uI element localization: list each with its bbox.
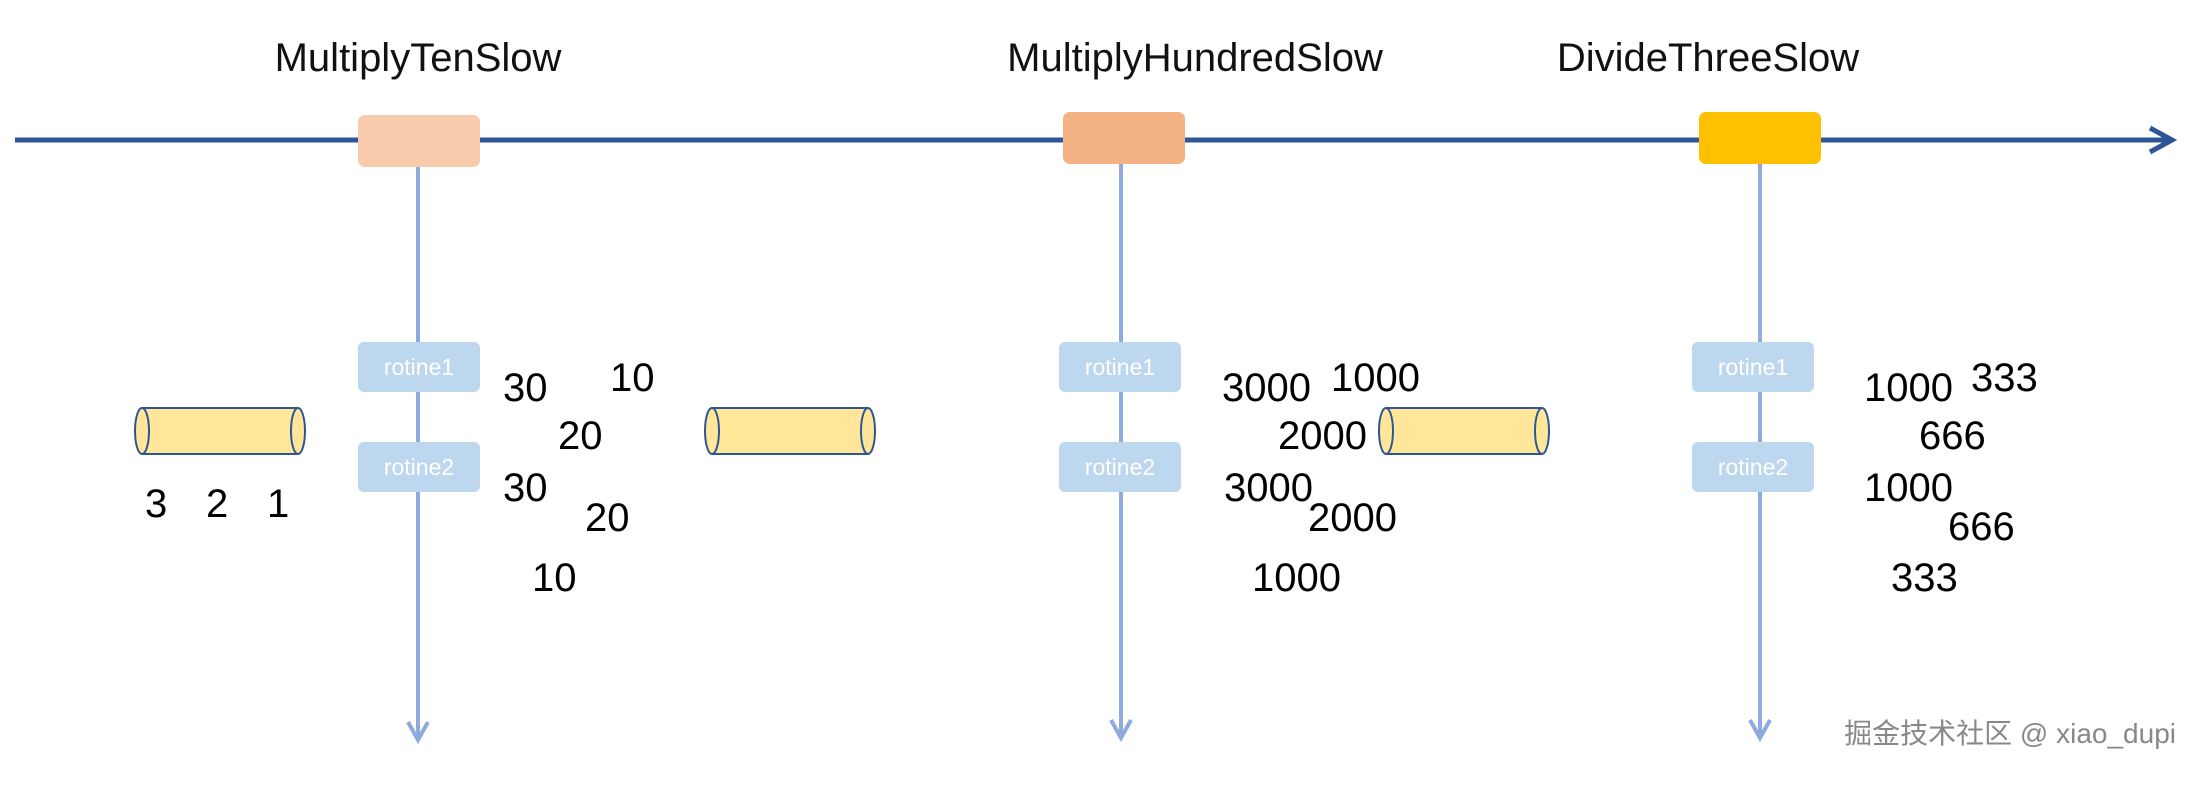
stage-1-rotine2-value: 10 bbox=[532, 556, 577, 600]
stage-3-routine-1: rotine1 bbox=[1692, 342, 1814, 392]
stage-2-rotine1-value: 1000 bbox=[1331, 356, 1420, 400]
stage-2-arrowhead bbox=[1109, 719, 1133, 743]
stage-1-rotine1-value: 10 bbox=[610, 356, 655, 400]
stage-2-rotine2-value: 2000 bbox=[1308, 496, 1397, 540]
stage-1-routine-2: rotine2 bbox=[358, 442, 480, 492]
stage-3-routine-2: rotine2 bbox=[1692, 442, 1814, 492]
input-value: 3 bbox=[145, 482, 168, 526]
stage-3-title: DivideThreeSlow bbox=[1556, 36, 1860, 80]
stage-2-mid-value: 2000 bbox=[1278, 414, 1367, 458]
stage-2-routine-1: rotine1 bbox=[1059, 342, 1181, 392]
input-value: 1 bbox=[267, 482, 290, 526]
stage-2-box bbox=[1063, 112, 1185, 164]
stage-3-arrowhead bbox=[1748, 719, 1772, 743]
timeline-arrowhead bbox=[2148, 125, 2178, 155]
channel-stage1-out bbox=[704, 407, 876, 455]
stage-2-routine-2: rotine2 bbox=[1059, 442, 1181, 492]
stage-3-rotine2-value: 666 bbox=[1948, 505, 2015, 549]
stage-3-rotine1-value: 1000 bbox=[1864, 366, 1953, 410]
stage-1-title: MultiplyTenSlow bbox=[274, 36, 562, 80]
watermark: 掘金技术社区 @ xiao_dupi bbox=[1844, 718, 2176, 749]
channel-stage2-out bbox=[1378, 407, 1550, 455]
stage-2-title: MultiplyHundredSlow bbox=[1007, 36, 1383, 80]
stage-1-arrowhead bbox=[406, 721, 430, 745]
stage-2-rotine2-value: 3000 bbox=[1224, 466, 1313, 510]
stage-1-routine-1: rotine1 bbox=[358, 342, 480, 392]
stage-3-rotine2-value: 1000 bbox=[1864, 466, 1953, 510]
stage-1-rotine2-value: 20 bbox=[585, 496, 630, 540]
stage-3-rotine2-value: 333 bbox=[1891, 556, 1958, 600]
stage-2-rotine1-value: 3000 bbox=[1222, 366, 1311, 410]
stage-1-mid-value: 20 bbox=[558, 414, 603, 458]
stage-3-mid-value: 666 bbox=[1919, 414, 1986, 458]
stage-1-rotine2-value: 30 bbox=[503, 466, 548, 510]
stage-3-box bbox=[1699, 112, 1821, 164]
stage-3-rotine1-value: 333 bbox=[1971, 356, 2038, 400]
stage-2-rotine2-value: 1000 bbox=[1252, 556, 1341, 600]
channel-input bbox=[134, 407, 306, 455]
input-value: 2 bbox=[206, 482, 229, 526]
stage-1-rotine1-value: 30 bbox=[503, 366, 548, 410]
stage-1-box bbox=[358, 115, 480, 167]
